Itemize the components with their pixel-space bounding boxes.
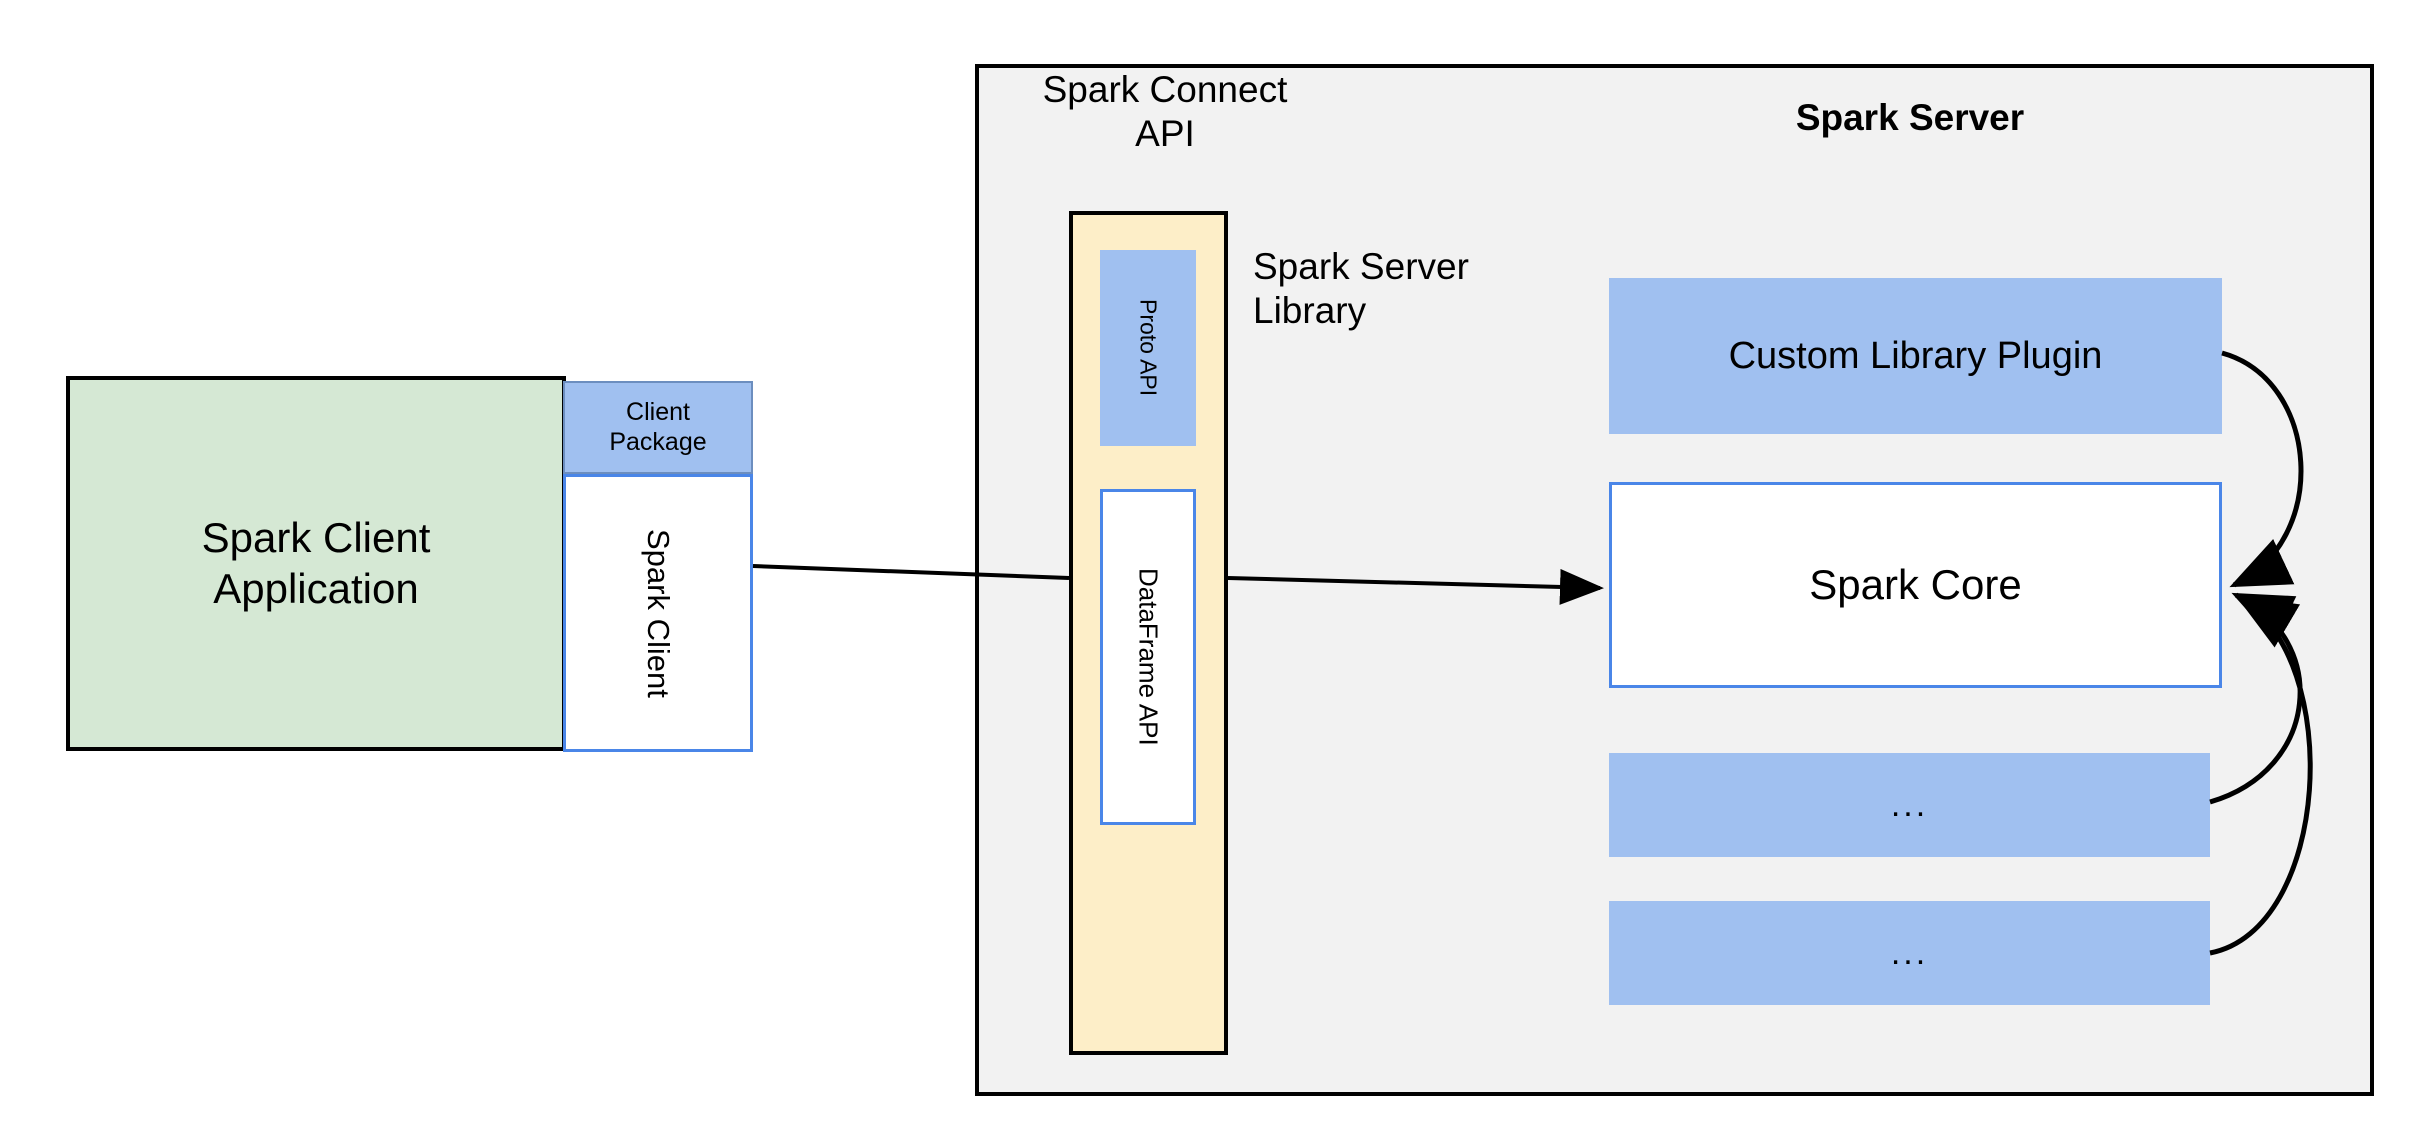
- spark-server-library-label: Spark Server Library: [1253, 246, 1469, 331]
- client-package-label: Client Package: [609, 398, 707, 456]
- dataframe-api-box[interactable]: DataFrame API: [1100, 489, 1196, 825]
- spark-core-label: Spark Core: [1809, 561, 2022, 608]
- client-package-box[interactable]: Client Package: [563, 381, 753, 474]
- spark-client-application-box[interactable]: Spark Client Application: [66, 376, 566, 751]
- ellipsis-upper-label: ...: [1890, 785, 1929, 824]
- proto-api-label: Proto API: [1135, 299, 1162, 397]
- spark-client-label: Spark Client: [641, 528, 676, 698]
- spark-connect-api-title: Spark Connect API: [1042, 69, 1288, 154]
- ellipsis-upper-box[interactable]: ...: [1609, 753, 2210, 857]
- spark-server-title: Spark Server: [1795, 97, 2025, 138]
- custom-library-plugin-label: Custom Library Plugin: [1728, 334, 2103, 377]
- spark-client-box[interactable]: Spark Client: [563, 474, 753, 752]
- ellipsis-lower-label: ...: [1890, 933, 1929, 972]
- proto-api-box[interactable]: Proto API: [1100, 250, 1196, 446]
- ellipsis-lower-box[interactable]: ...: [1609, 901, 2210, 1005]
- dataframe-api-label: DataFrame API: [1133, 568, 1164, 746]
- spark-client-application-label: Spark Client Application: [201, 514, 431, 612]
- custom-library-plugin-box[interactable]: Custom Library Plugin: [1609, 278, 2222, 434]
- spark-core-box[interactable]: Spark Core: [1609, 482, 2222, 688]
